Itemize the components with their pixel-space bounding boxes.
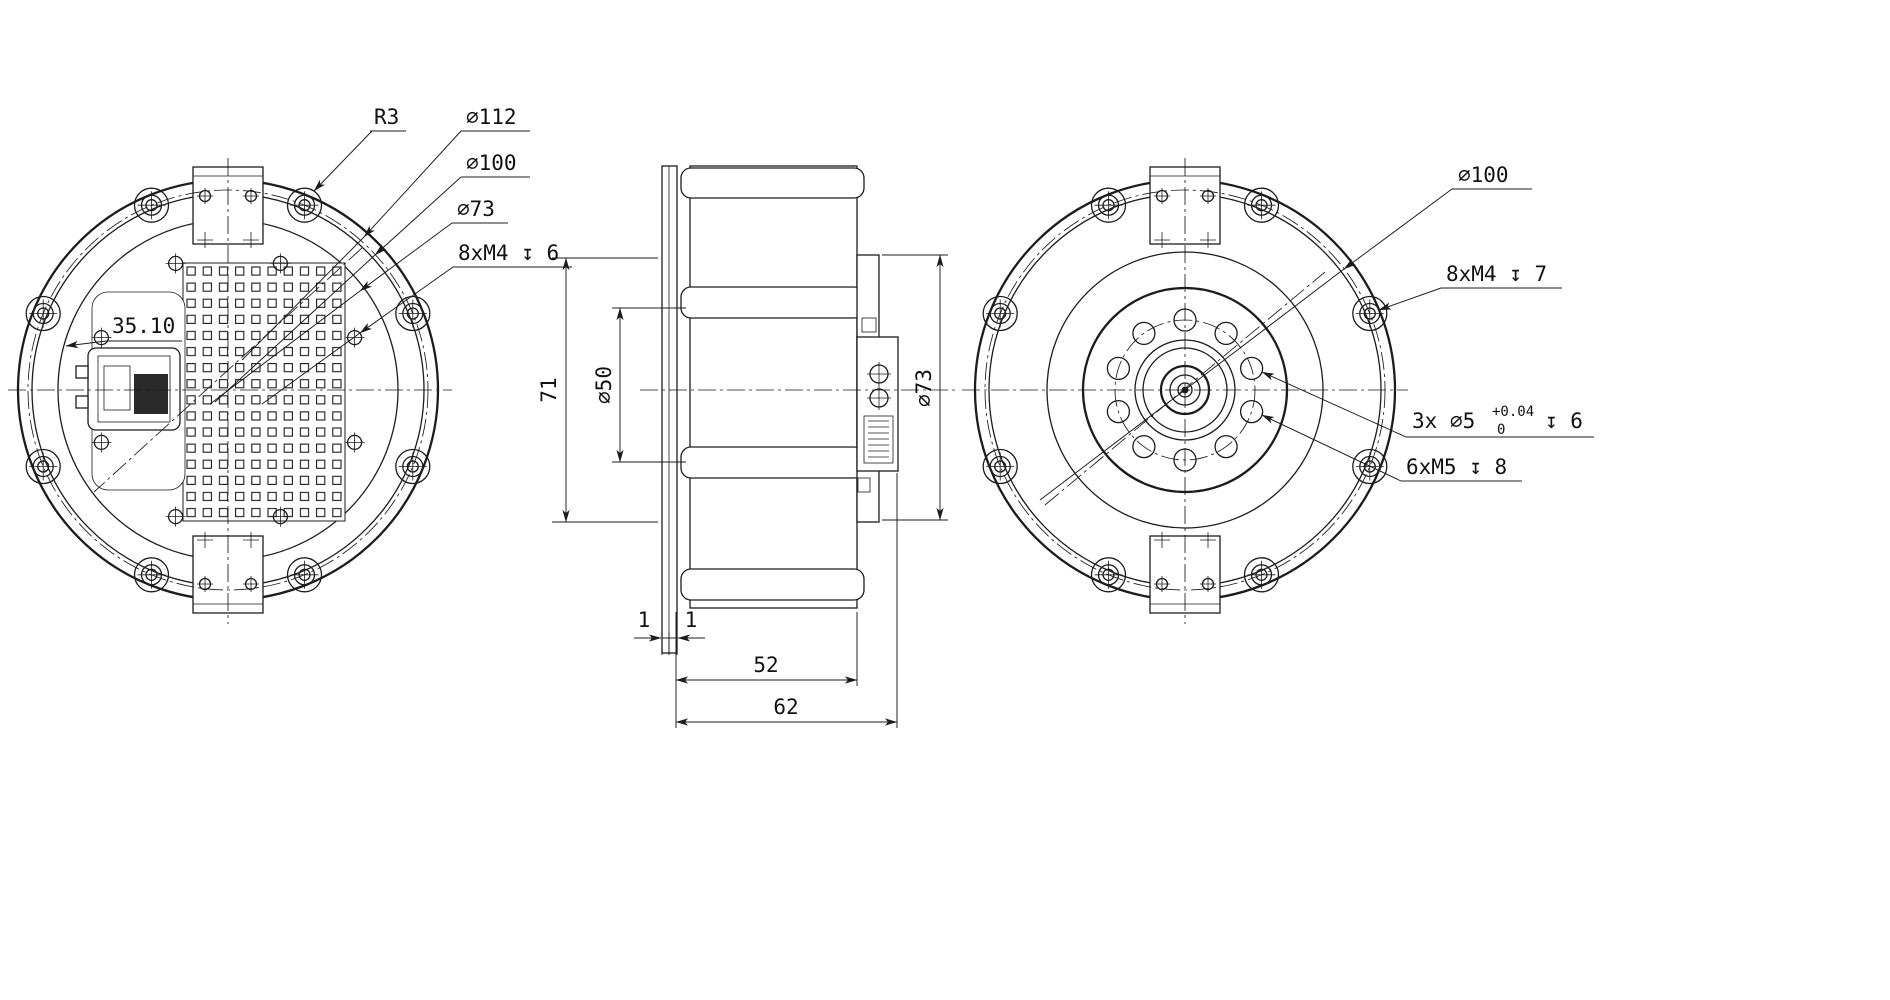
label-side-d73: ∅73 (912, 369, 936, 407)
front-face-screw-holes (91, 253, 365, 527)
connector-pin (75, 395, 89, 409)
rear-view (962, 158, 1408, 624)
label-dim-1-right: 1 (685, 608, 698, 632)
side-dimensions: 71 ∅50 ∅73 52 62 1 1 (537, 254, 948, 728)
label-front-d112: ∅112 (466, 105, 517, 129)
flange-plate (661, 165, 678, 654)
label-rear-d5-tol-lower: 0 (1497, 422, 1505, 438)
label-rear-d100: ∅100 (1458, 163, 1509, 187)
front-labels: R3 ∅112 ∅100 ∅73 8xM4 ↧ 6 35.10 (65, 105, 572, 405)
label-front-m4-depth: 8xM4 ↧ 6 (458, 241, 559, 265)
front-view (8, 158, 452, 624)
front-bolt-holes (25, 187, 431, 593)
front-mounting-tab-top (192, 166, 264, 248)
label-dim-71: 71 (537, 377, 561, 402)
label-rear-d5: 3x ∅5 (1412, 409, 1475, 433)
connector-body (134, 374, 168, 414)
rear-centerlines (962, 158, 1408, 624)
side-view (640, 165, 955, 654)
label-d50: ∅50 (592, 366, 616, 404)
motor-ribs (680, 167, 865, 601)
label-rear-m5-depth: 6xM5 ↧ 8 (1406, 455, 1507, 479)
label-r3: R3 (374, 105, 399, 129)
label-rear-d5-depth: ↧ 6 (1545, 409, 1583, 433)
rear-mounting-tab-top (1149, 166, 1221, 248)
label-dim-35-10: 35.10 (112, 314, 175, 338)
connector-pin (75, 365, 89, 379)
label-rear-d5-tol-upper: +0.04 (1492, 404, 1534, 420)
label-front-d73: ∅73 (457, 197, 495, 221)
rear-labels: ∅100 8xM4 ↧ 7 3x ∅5 +0.04 0 ↧ 6 6xM5 ↧ 8 (1039, 163, 1594, 501)
label-rear-m4-depth: 8xM4 ↧ 7 (1446, 262, 1547, 286)
label-dim-52: 52 (753, 653, 778, 677)
side-connector-block (856, 254, 899, 523)
motor-body (689, 165, 858, 609)
label-dim-1-left: 1 (638, 608, 651, 632)
perforated-plate (182, 262, 346, 522)
connector (75, 291, 186, 491)
label-front-d100: ∅100 (466, 151, 517, 175)
label-dim-62: 62 (773, 695, 798, 719)
